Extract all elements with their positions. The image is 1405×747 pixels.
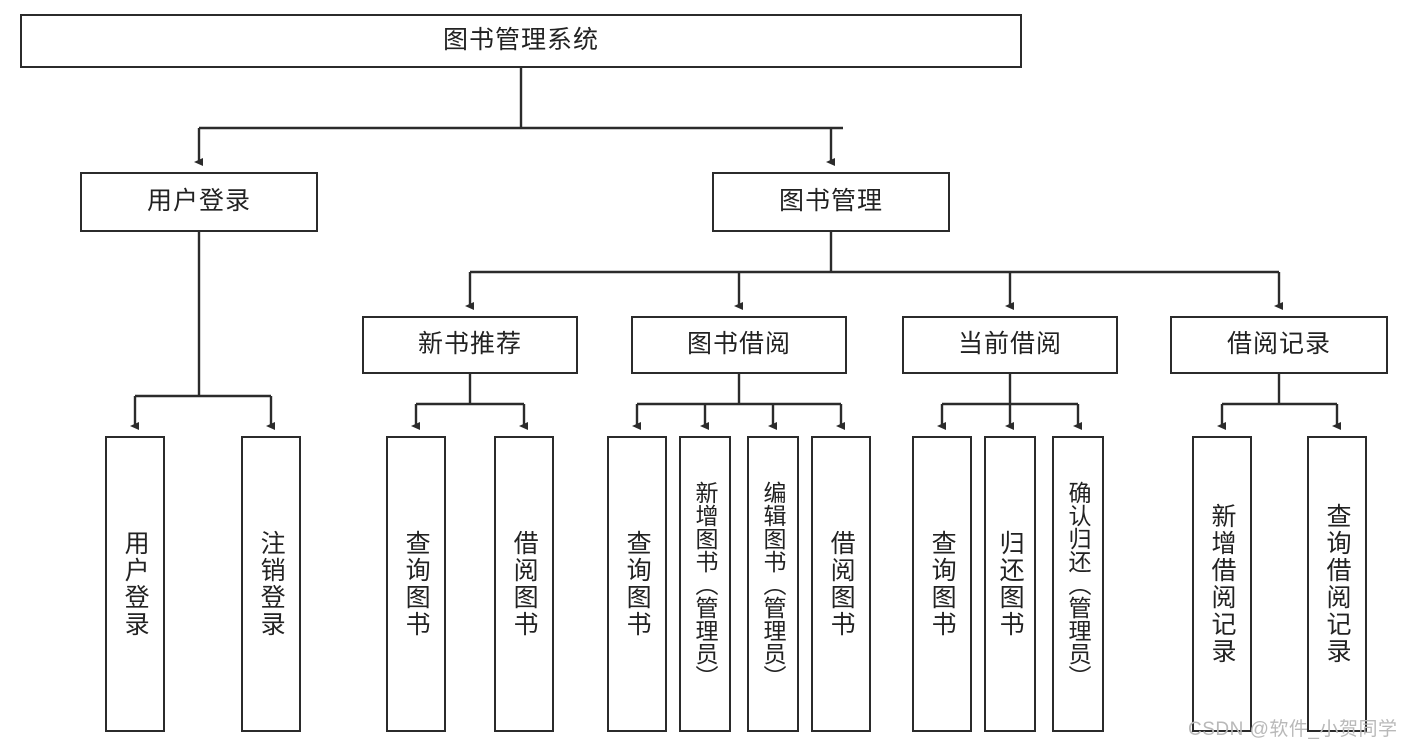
- node-leaf-query-book-2[interactable]: 查询图书: [607, 436, 667, 732]
- node-leaf-confirm-return[interactable]: 确认归还（管理员）: [1052, 436, 1104, 732]
- node-leaf-add-record-label: 新增借阅记录: [1208, 503, 1236, 665]
- node-leaf-query-record[interactable]: 查询借阅记录: [1307, 436, 1367, 732]
- node-leaf-logout[interactable]: 注销登录: [241, 436, 301, 732]
- node-leaf-user-login-label: 用户登录: [121, 530, 150, 638]
- node-user-login-label: 用户登录: [146, 187, 251, 216]
- node-leaf-query-book-3-label: 查询图书: [928, 530, 957, 638]
- node-current-borrow-label: 当前借阅: [957, 330, 1062, 359]
- node-book-borrow-label: 图书借阅: [686, 330, 791, 359]
- node-root-label: 图书管理系统: [442, 26, 599, 55]
- node-leaf-borrow-book-2[interactable]: 借阅图书: [811, 436, 871, 732]
- node-user-login[interactable]: 用户登录: [80, 172, 318, 232]
- node-leaf-return-book[interactable]: 归还图书: [984, 436, 1036, 732]
- csdn-watermark: CSDN @软件_小贺同学: [1188, 719, 1398, 740]
- node-leaf-query-book-2-label: 查询图书: [623, 530, 652, 638]
- node-book-borrow[interactable]: 图书借阅: [631, 316, 847, 374]
- node-borrow-record[interactable]: 借阅记录: [1170, 316, 1388, 374]
- node-leaf-query-book-3[interactable]: 查询图书: [912, 436, 972, 732]
- node-leaf-borrow-book-1[interactable]: 借阅图书: [494, 436, 554, 732]
- node-leaf-logout-label: 注销登录: [257, 530, 286, 638]
- node-leaf-user-login[interactable]: 用户登录: [105, 436, 165, 732]
- node-root[interactable]: 图书管理系统: [20, 14, 1022, 68]
- node-leaf-confirm-return-label: 确认归还（管理员）: [1065, 480, 1092, 688]
- node-leaf-add-book-label: 新增图书（管理员）: [692, 480, 719, 688]
- node-leaf-borrow-book-1-label: 借阅图书: [510, 530, 539, 638]
- node-borrow-record-label: 借阅记录: [1226, 330, 1331, 359]
- node-book-manage[interactable]: 图书管理: [712, 172, 950, 232]
- node-leaf-query-record-label: 查询借阅记录: [1323, 503, 1351, 665]
- node-new-book-rec-label: 新书推荐: [417, 330, 522, 359]
- node-leaf-add-book[interactable]: 新增图书（管理员）: [679, 436, 731, 732]
- node-leaf-query-book-1[interactable]: 查询图书: [386, 436, 446, 732]
- node-new-book-rec[interactable]: 新书推荐: [362, 316, 578, 374]
- node-leaf-return-book-label: 归还图书: [996, 530, 1025, 638]
- node-leaf-borrow-book-2-label: 借阅图书: [827, 530, 856, 638]
- node-book-manage-label: 图书管理: [778, 187, 883, 216]
- node-current-borrow[interactable]: 当前借阅: [902, 316, 1118, 374]
- node-leaf-query-book-1-label: 查询图书: [402, 530, 431, 638]
- node-leaf-edit-book-label: 编辑图书（管理员）: [760, 480, 787, 688]
- node-leaf-edit-book[interactable]: 编辑图书（管理员）: [747, 436, 799, 732]
- node-leaf-add-record[interactable]: 新增借阅记录: [1192, 436, 1252, 732]
